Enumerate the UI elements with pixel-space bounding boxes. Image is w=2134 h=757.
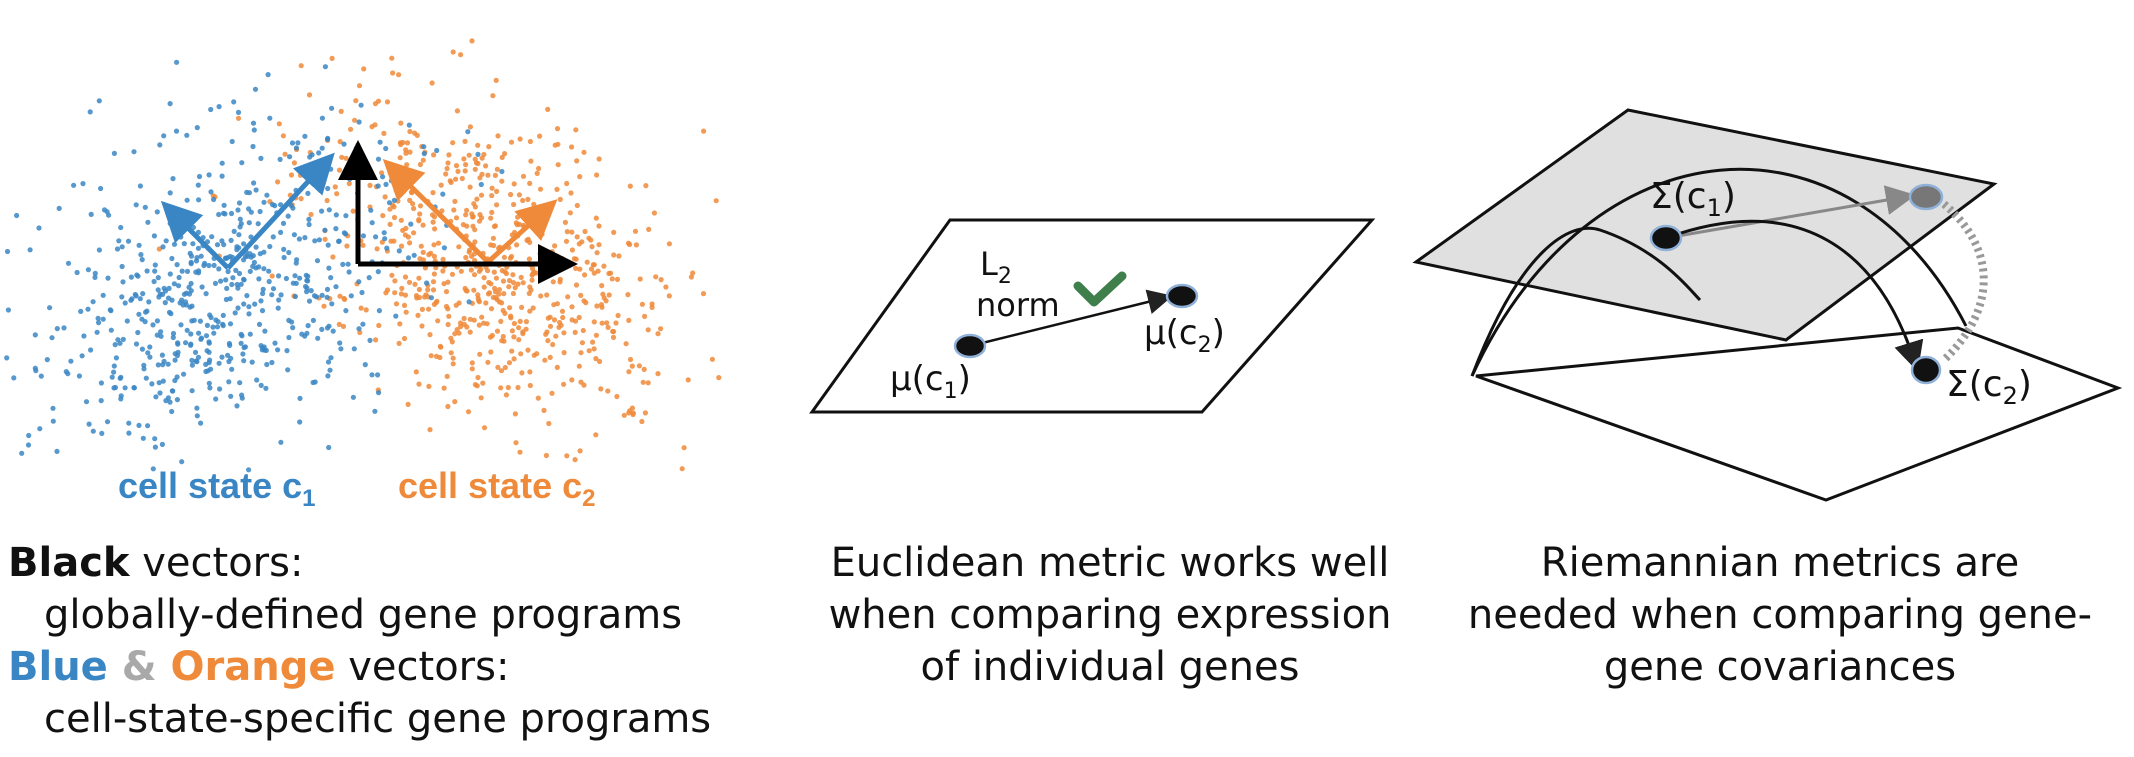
manifold-sheet <box>1475 326 2123 502</box>
black-vectors-line: Black vectors: <box>8 537 768 589</box>
middle-caption: Euclidean metric works well when compari… <box>770 537 1450 693</box>
check-icon <box>1073 271 1127 307</box>
cell-state-c2-label: cell state c2 <box>398 465 595 512</box>
riemannian-manifold-diagram: Σ(c1) Σ(c2) <box>1412 108 2123 502</box>
blue-vectors <box>160 152 335 270</box>
middle-line-2: when comparing expression <box>828 592 1392 638</box>
middle-line-1: Euclidean metric works well <box>830 540 1390 586</box>
dotted-curve <box>1941 200 1988 363</box>
mu-c2-point <box>1165 283 1199 309</box>
bo-desc: cell-state-specific gene programs <box>44 696 712 742</box>
mu-c1-label: μ(c1) <box>890 359 971 404</box>
tangent-projection-arrow <box>1665 185 1916 240</box>
blue-point-cloud <box>4 59 505 473</box>
black-rest: vectors: <box>129 540 304 586</box>
norm-label: norm <box>976 286 1060 324</box>
mu-c2-label: μ(c2) <box>1144 313 1225 358</box>
right-caption: Riemannian metrics are needed when compa… <box>1430 537 2130 693</box>
sigma-c1-label: Σ(c1) <box>1650 176 1736 222</box>
right-line-1: Riemannian metrics are <box>1540 540 2020 586</box>
right-line-2: needed when comparing gene- <box>1467 592 2093 638</box>
middle-line-3: of individual genes <box>920 644 1300 690</box>
manifold-arch-outer <box>1470 167 1968 377</box>
sigma-c1-point <box>1649 224 1683 252</box>
left-caption: Black vectors: globally-defined gene pro… <box>8 537 768 745</box>
bo-rest: vectors: <box>335 644 510 690</box>
right-line-3: gene covariances <box>1603 644 1957 690</box>
black-word: Black <box>8 540 130 586</box>
geodesic-arrow <box>1665 219 1924 372</box>
blue-word: Blue <box>8 644 108 690</box>
sigma-c2-point <box>1910 355 1942 385</box>
blue-orange-line: Blue & Orange vectors: <box>8 641 768 693</box>
manifold-arch-inner <box>1470 226 1702 377</box>
orange-vector-1 <box>382 159 490 264</box>
sigma-c2-label: Σ(c2) <box>1946 364 2032 410</box>
euclidean-plane-diagram: L2 norm μ(c1) μ(c2) <box>809 218 1376 414</box>
tangent-plane <box>1412 108 1998 342</box>
blue-vector-2 <box>226 152 335 270</box>
orange-word: Orange <box>170 644 336 690</box>
blue-vector-1 <box>160 200 230 270</box>
black-vectors <box>338 140 578 284</box>
mu-c1-point <box>953 333 987 359</box>
ampersand: & <box>107 644 171 690</box>
l2-label: L2 <box>980 245 1012 289</box>
l2-norm-arrow <box>969 289 1173 348</box>
cell-state-c1-label: cell state c1 <box>118 465 315 512</box>
black-desc: globally-defined gene programs <box>44 592 683 638</box>
orange-vector-2 <box>486 199 558 264</box>
orange-vectors <box>382 159 558 264</box>
tangent-point <box>1908 183 1944 211</box>
